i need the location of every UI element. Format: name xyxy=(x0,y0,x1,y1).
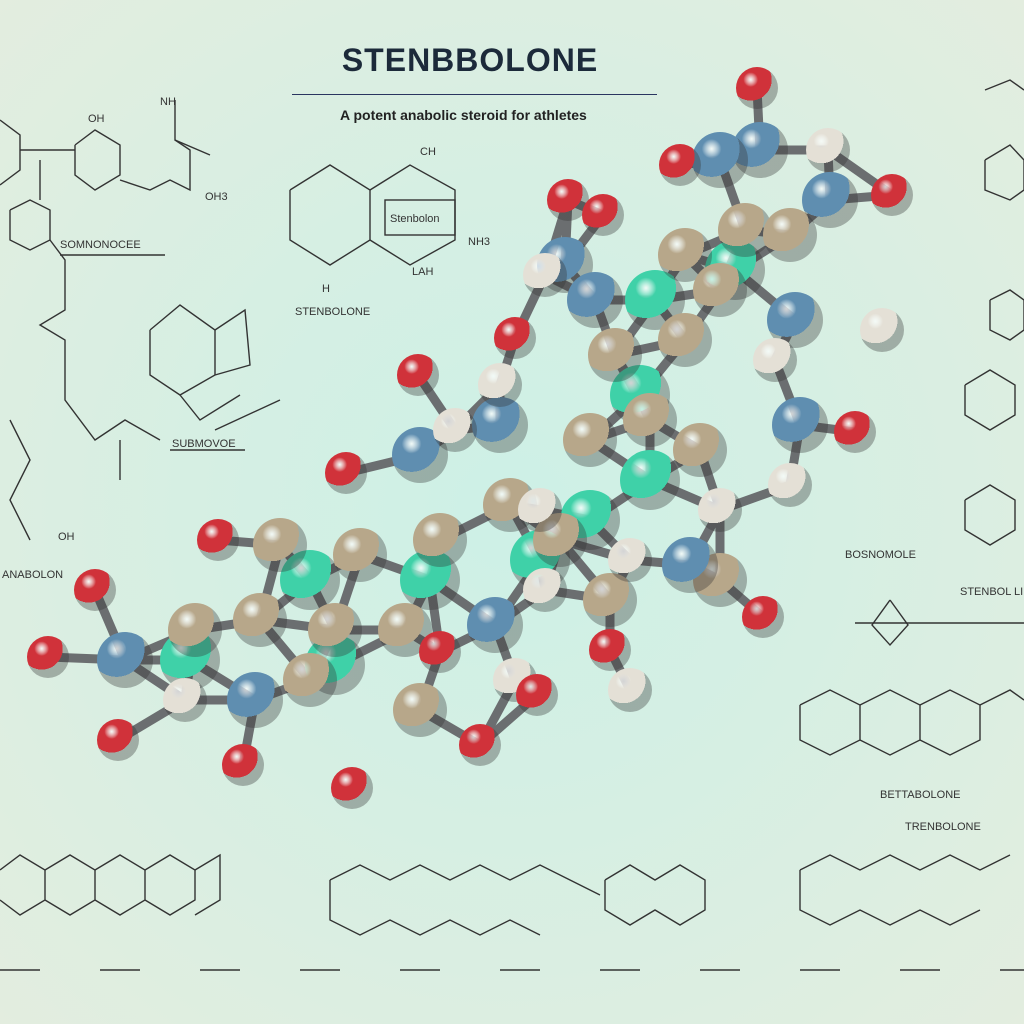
hydrogen-atom xyxy=(860,308,904,352)
hydrogen-atom xyxy=(698,488,742,532)
oxygen-atom xyxy=(27,636,69,678)
hydrogen-atom xyxy=(768,463,812,507)
hydrogen-atom xyxy=(523,568,567,612)
caption-left: SOMNONOCEE xyxy=(60,239,141,251)
caption-right: BOSNOMOLE xyxy=(845,549,916,561)
nitrogen-atom xyxy=(227,672,283,728)
oxygen-atom xyxy=(834,411,876,453)
carbon-atom xyxy=(378,603,432,657)
caption-bottom-left: ANABOLON xyxy=(2,569,63,581)
oxygen-atom xyxy=(516,674,558,716)
label-ch: CH xyxy=(420,146,436,158)
oxygen-atom xyxy=(871,174,913,216)
carbon-atom xyxy=(583,573,637,627)
nitrogen-atom xyxy=(772,397,828,453)
carbon-atom xyxy=(658,228,712,282)
oxygen-atom xyxy=(197,519,239,561)
caption-mid: SUBMOVOE xyxy=(172,438,236,450)
hydrogen-atom xyxy=(478,363,522,407)
hydrogen-atom xyxy=(163,678,207,722)
oxygen-atom xyxy=(547,179,589,221)
oxygen-atom xyxy=(742,596,784,638)
carbon-atom xyxy=(693,263,747,317)
carbon-atom xyxy=(413,513,467,567)
carbon-atom xyxy=(308,603,362,657)
nitrogen-atom xyxy=(467,597,523,653)
hydrogen-atom xyxy=(753,338,797,382)
carbon-atom xyxy=(658,313,712,367)
label-oh-left: OH xyxy=(58,531,75,543)
nitrogen-atom xyxy=(662,537,718,593)
oxygen-atom xyxy=(582,194,624,236)
carbon-atom xyxy=(563,413,617,467)
hydrogen-atom xyxy=(523,253,567,297)
label-nh3: NH3 xyxy=(468,236,490,248)
carbon-atom xyxy=(168,603,222,657)
structural-formula-right xyxy=(799,79,1024,756)
subtitle: A potent anabolic steroid for athletes xyxy=(340,107,587,123)
caption-right2: STENBOL LIBOCHONE xyxy=(960,586,1024,598)
oxygen-atom xyxy=(736,67,778,109)
hydrogen-atom xyxy=(608,668,652,712)
carbon-atom xyxy=(588,328,642,382)
oxygen-atom xyxy=(459,724,501,766)
carbon-atom xyxy=(283,653,337,707)
oxygen-atom xyxy=(419,631,461,673)
carbon-atom xyxy=(333,528,387,582)
oxygen-atom xyxy=(659,144,701,186)
nitrogen-atom xyxy=(802,172,858,228)
nitrogen-atom xyxy=(567,272,623,328)
oxygen-atom xyxy=(74,569,116,611)
nitrogen-atom xyxy=(692,132,748,188)
carbon-atom xyxy=(763,208,817,262)
nitrogen-atom xyxy=(392,427,448,483)
nitrogen-atom xyxy=(472,397,528,453)
ring-atom xyxy=(625,270,685,330)
caption-right4: TRENBOLONE xyxy=(905,821,981,833)
oxygen-atom xyxy=(397,354,439,396)
carbon-atom xyxy=(253,518,307,572)
page-title: STENBBOLONE xyxy=(341,42,599,78)
oxygen-atom xyxy=(589,629,631,671)
molecule-3d-model xyxy=(27,67,913,809)
oxygen-atom xyxy=(494,317,536,359)
structural-formula-left xyxy=(0,100,245,541)
label-oh3: OH3 xyxy=(205,191,228,203)
nitrogen-atom xyxy=(767,292,823,348)
label-h: H xyxy=(322,283,330,295)
hydrogen-atom xyxy=(518,488,562,532)
structural-formula-center xyxy=(149,164,456,431)
caption-right3: BETTABOLONE xyxy=(880,789,960,801)
caption-center: STENBOLONE xyxy=(295,306,370,318)
hydrogen-atom xyxy=(608,538,652,582)
label-oh-top: OH xyxy=(88,113,105,125)
label-nh: NH xyxy=(160,96,176,108)
oxygen-atom xyxy=(97,719,139,761)
structural-formula-bottom xyxy=(0,853,1024,971)
title-divider xyxy=(292,94,657,95)
oxygen-atom xyxy=(331,767,373,809)
carbon-atom xyxy=(673,423,727,477)
carbon-atom xyxy=(718,203,772,257)
label-stenbolon-box: Stenbolon xyxy=(390,213,440,225)
carbon-atom xyxy=(233,593,287,647)
label-lah: LAH xyxy=(412,266,433,278)
hydrogen-atom xyxy=(433,408,477,452)
carbon-atom xyxy=(623,393,677,447)
hydrogen-atom xyxy=(806,128,850,172)
carbon-atom xyxy=(393,683,447,737)
oxygen-atom xyxy=(325,452,367,494)
oxygen-atom xyxy=(222,744,264,786)
nitrogen-atom xyxy=(97,632,153,688)
ring-atom xyxy=(620,450,680,510)
